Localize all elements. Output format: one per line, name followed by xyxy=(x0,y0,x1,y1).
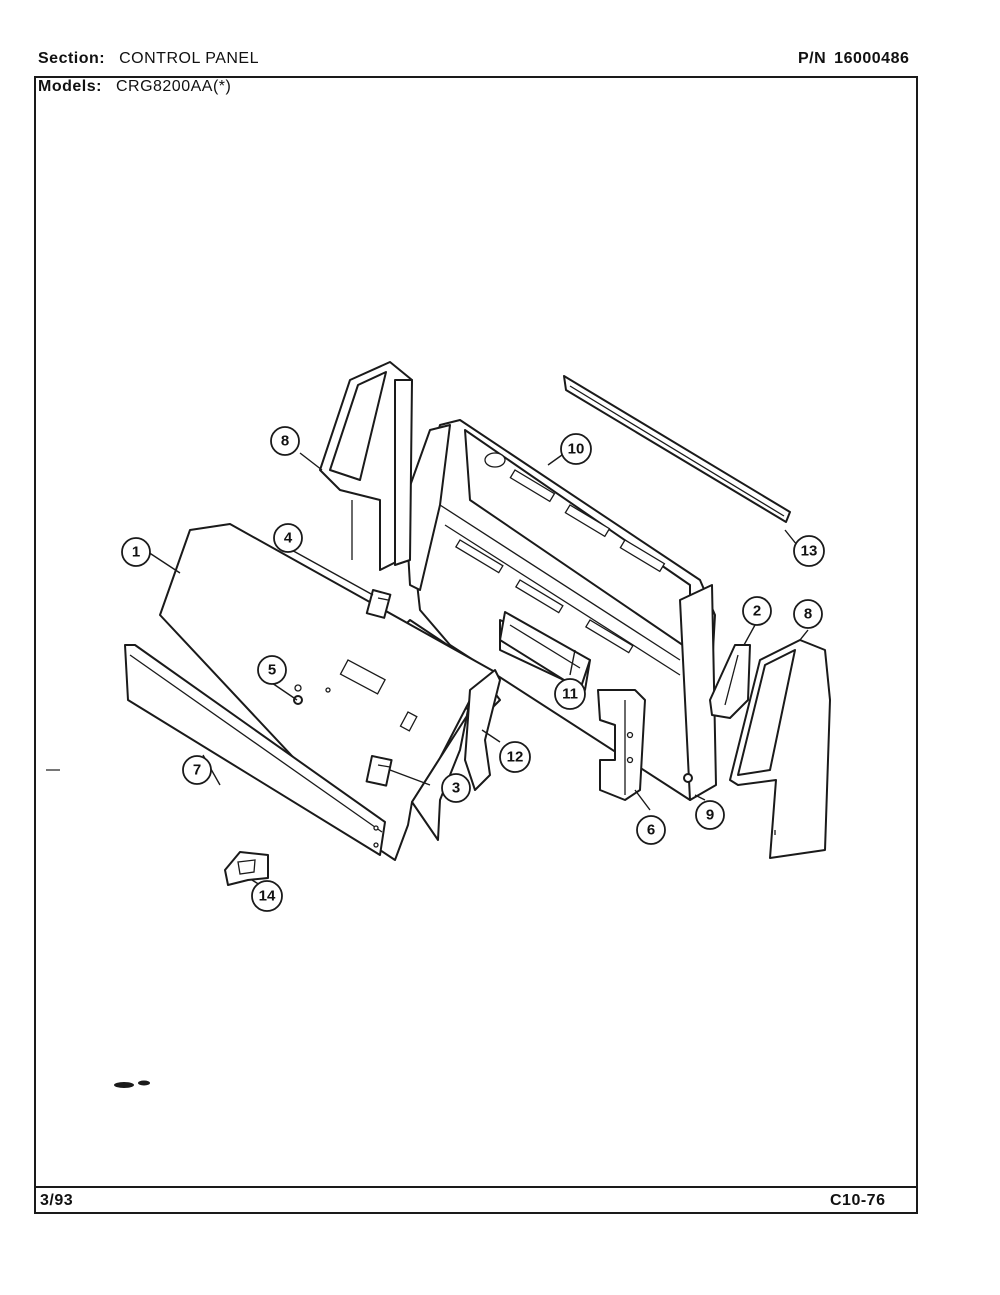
footer-page-code: C10-76 xyxy=(830,1192,886,1209)
svg-text:8: 8 xyxy=(804,606,812,623)
models-value: CRG8200AA(*) xyxy=(115,78,232,95)
callout-8-left: 8 xyxy=(270,426,300,456)
end-cap-right xyxy=(729,639,831,859)
part-number: P/N 16000486 xyxy=(798,50,909,68)
svg-text:2: 2 xyxy=(753,603,761,620)
svg-text:11: 11 xyxy=(562,686,578,703)
section-heading: Section: CONTROL PANEL xyxy=(38,50,259,68)
pn-label: P/N xyxy=(798,50,827,67)
svg-text:1: 1 xyxy=(132,544,140,561)
top-trim-strip xyxy=(563,375,791,523)
callout-8-right: 8 xyxy=(793,599,823,629)
scan-marks xyxy=(46,769,150,1088)
knob-14 xyxy=(224,851,269,886)
callout-10: 10 xyxy=(560,433,592,465)
control-panel xyxy=(159,523,496,861)
callout-11: 11 xyxy=(554,678,586,710)
callout-2: 2 xyxy=(742,596,772,626)
svg-text:13: 13 xyxy=(801,543,818,560)
footer-rule xyxy=(34,1186,918,1188)
footer-date: 3/93 xyxy=(40,1192,74,1209)
callout-6: 6 xyxy=(636,815,666,845)
svg-text:6: 6 xyxy=(647,822,655,839)
pn-value: 16000486 xyxy=(834,50,910,67)
switch-3 xyxy=(365,755,393,787)
page-frame xyxy=(34,76,918,1214)
callout-12: 12 xyxy=(499,741,531,773)
section-label: Section: xyxy=(38,50,106,67)
models-heading: Models: CRG8200AA(*) xyxy=(38,78,231,96)
section-value: CONTROL PANEL xyxy=(119,50,259,67)
screw-9 xyxy=(683,773,693,783)
switch-4 xyxy=(365,588,392,619)
end-cap-left xyxy=(319,361,413,571)
trim-strip xyxy=(124,644,386,856)
callout-14: 14 xyxy=(251,880,283,912)
callout-13: 13 xyxy=(793,535,825,567)
svg-text:4: 4 xyxy=(284,530,293,547)
svg-text:14: 14 xyxy=(259,888,276,905)
callout-1: 1 xyxy=(121,537,151,567)
svg-text:10: 10 xyxy=(568,441,585,458)
svg-text:9: 9 xyxy=(706,807,714,824)
bracket-2 xyxy=(709,644,751,719)
callout-5: 5 xyxy=(257,655,287,685)
models-label: Models: xyxy=(38,78,102,95)
callout-9: 9 xyxy=(695,800,725,830)
callout-4: 4 xyxy=(273,523,303,553)
screw-5 xyxy=(293,695,303,705)
callout-7: 7 xyxy=(182,755,212,785)
svg-text:12: 12 xyxy=(507,749,524,766)
side-bracket-6 xyxy=(597,689,646,801)
svg-text:5: 5 xyxy=(268,662,276,679)
callout-3: 3 xyxy=(441,773,471,803)
svg-text:3: 3 xyxy=(452,780,460,797)
svg-text:8: 8 xyxy=(281,433,289,450)
svg-text:7: 7 xyxy=(193,762,201,779)
